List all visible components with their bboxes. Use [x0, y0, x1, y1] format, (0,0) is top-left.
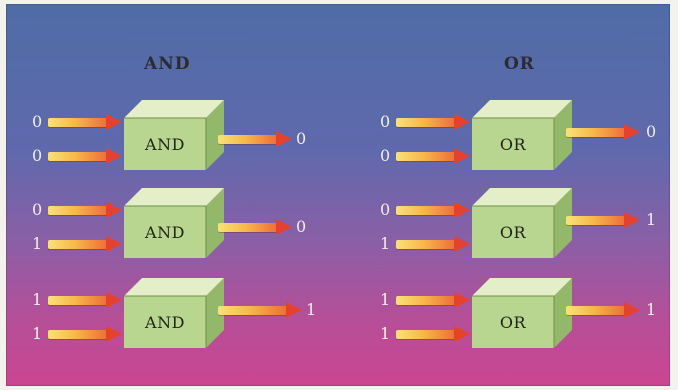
input-arrow [396, 236, 470, 252]
or-input-b: 1 [380, 234, 391, 253]
or-gate-label: OR [499, 222, 527, 242]
input-arrow [48, 148, 122, 164]
input-arrow [396, 148, 470, 164]
or-gate-label: OR [499, 312, 527, 332]
input-arrow [48, 202, 122, 218]
and-output: 1 [306, 300, 317, 319]
and-gate-row-1: 0 0 AND 0 [32, 100, 352, 182]
input-arrow [48, 114, 122, 130]
or-gate-cube: OR [472, 274, 572, 352]
input-arrow [396, 114, 470, 130]
and-gate-cube: AND [124, 274, 224, 352]
and-input-a: 0 [32, 200, 43, 219]
output-arrow [218, 219, 292, 235]
or-gate-row-3: 1 1 OR 1 [380, 278, 670, 360]
or-input-b: 0 [380, 146, 391, 165]
and-input-b: 1 [32, 234, 43, 253]
and-gate-label: AND [145, 134, 185, 154]
output-arrow [566, 212, 640, 228]
and-output: 0 [296, 217, 307, 236]
or-heading: OR [504, 54, 535, 74]
or-output: 1 [646, 300, 657, 319]
and-heading: AND [144, 54, 191, 74]
or-input-a: 0 [380, 112, 391, 131]
or-output: 0 [646, 122, 657, 141]
input-arrow [396, 292, 470, 308]
and-output: 0 [296, 129, 307, 148]
and-input-b: 1 [32, 324, 43, 343]
input-arrow [48, 292, 122, 308]
or-input-a: 1 [380, 290, 391, 309]
output-arrow [566, 124, 640, 140]
or-gate-row-1: 0 0 OR 0 [380, 100, 670, 182]
and-input-a: 0 [32, 112, 43, 131]
input-arrow [48, 326, 122, 342]
and-gate-row-3: 1 1 AND 1 [32, 278, 352, 360]
diagram-frame: AND OR 0 0 AND 0 0 1 [6, 4, 670, 386]
and-input-a: 1 [32, 290, 43, 309]
and-input-b: 0 [32, 146, 43, 165]
and-gate-label: AND [145, 312, 185, 332]
input-arrow [48, 236, 122, 252]
input-arrow [396, 326, 470, 342]
and-gate-row-2: 0 1 AND 0 [32, 188, 352, 270]
and-gate-cube: AND [124, 184, 224, 262]
output-arrow [218, 302, 302, 318]
input-arrow [396, 202, 470, 218]
or-output: 1 [646, 210, 657, 229]
output-arrow [218, 131, 292, 147]
or-gate-cube: OR [472, 184, 572, 262]
or-gate-cube: OR [472, 96, 572, 174]
or-gate-label: OR [499, 134, 527, 154]
logic-gates-panel: AND OR 0 0 AND 0 0 1 [6, 4, 670, 386]
or-input-b: 1 [380, 324, 391, 343]
or-gate-row-2: 0 1 OR 1 [380, 188, 670, 270]
and-gate-cube: AND [124, 96, 224, 174]
and-gate-label: AND [145, 222, 185, 242]
or-input-a: 0 [380, 200, 391, 219]
output-arrow [566, 302, 640, 318]
